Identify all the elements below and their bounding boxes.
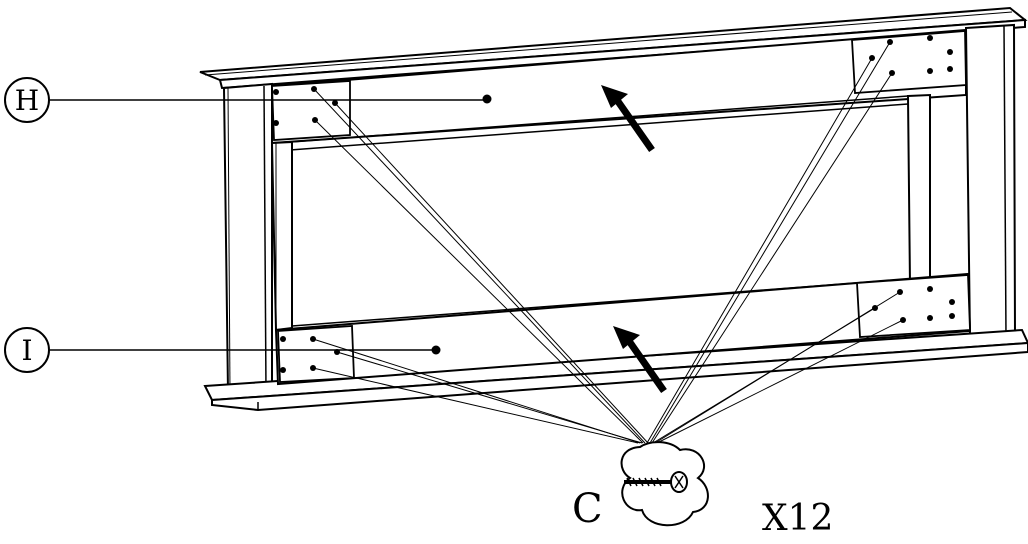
corner-block-bottom-left — [277, 325, 355, 383]
right-leg — [964, 23, 1017, 340]
screw-bubble — [620, 441, 709, 527]
screw-quantity: X12 — [762, 498, 833, 539]
callout-h: H — [4, 77, 487, 123]
corner-block-bottom-right — [856, 274, 971, 338]
left-leg — [222, 82, 273, 393]
callout-i-label: I — [21, 334, 32, 367]
bottom-crossbar-i — [274, 272, 972, 386]
top-mantel-shelf — [199, 6, 1028, 90]
arrow-up-bottom — [613, 326, 667, 394]
top-crossbar-h — [271, 28, 967, 151]
corner-block-top-right — [851, 30, 967, 94]
callout-h-label: H — [15, 84, 39, 117]
screw-icon — [624, 471, 688, 493]
corner-block-top-left — [271, 80, 351, 141]
screw-guide-lines — [312, 41, 904, 444]
arrow-up-top — [601, 85, 655, 153]
callout-i: I — [4, 327, 436, 373]
screw-label: C — [572, 486, 603, 532]
